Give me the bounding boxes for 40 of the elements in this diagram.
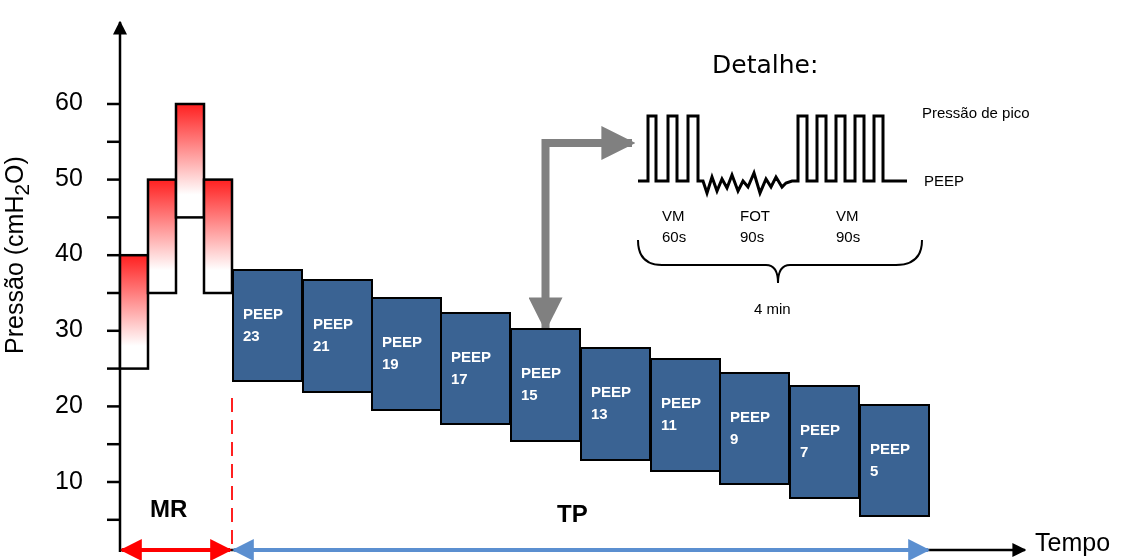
tick-label: 10 — [55, 466, 83, 495]
level-label: Pressão de pico — [922, 104, 1030, 121]
pressure-bar — [174, 102, 206, 219]
pressure-step-box — [510, 328, 581, 442]
level-label: PEEP — [924, 172, 965, 189]
box-label: PEEP 17 — [451, 347, 492, 389]
phase-label: VM 90s — [836, 206, 862, 247]
box-label: PEEP 19 — [382, 332, 423, 374]
pressure-step-box — [650, 358, 721, 472]
box-label: PEEP 7 — [800, 420, 841, 462]
box-label: PEEP 23 — [243, 304, 284, 346]
phase-label: FOT 90s — [740, 206, 771, 247]
detail-title: Detalhe: — [712, 50, 819, 79]
tick-label: 20 — [55, 390, 83, 419]
box-label: PEEP 5 — [870, 439, 911, 481]
pressure-bar — [202, 178, 234, 295]
tick-label: 30 — [55, 314, 83, 343]
pressure-step-box — [789, 385, 860, 499]
box-label: PEEP 9 — [730, 407, 771, 449]
box-label: PEEP 15 — [521, 363, 562, 405]
pressure-step-box — [371, 297, 442, 411]
box-label: PEEP 21 — [313, 314, 354, 356]
axis-title: Tempo — [1035, 528, 1111, 557]
pressure-bar — [118, 253, 150, 370]
box-label: PEEP 13 — [591, 382, 632, 424]
tick-label: 50 — [55, 163, 83, 192]
tick-label: 40 — [55, 238, 83, 267]
duration-label: 4 min — [754, 300, 791, 317]
span-label: TP — [557, 500, 588, 528]
pressure-step-box — [232, 269, 303, 382]
pressure-bar — [146, 178, 178, 295]
tick-label: 60 — [55, 87, 83, 116]
pressure-step-box — [302, 279, 373, 393]
pressure-step-box — [440, 312, 511, 425]
phase-label: VM 60s — [662, 206, 688, 247]
box-label: PEEP 11 — [661, 393, 702, 435]
pressure-step-box — [719, 372, 790, 485]
pressure-step-box — [859, 404, 930, 517]
span-label: MR — [150, 495, 188, 523]
pressure-step-box — [580, 347, 651, 461]
